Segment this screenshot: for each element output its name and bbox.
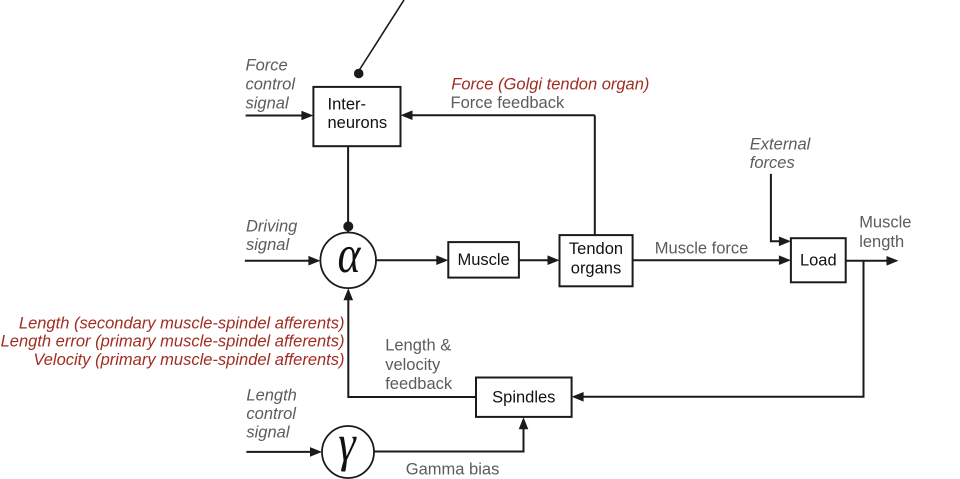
svg-text:Force (Golgi tendon organ): Force (Golgi tendon organ) [451,76,649,94]
svg-text:signal: signal [246,236,290,254]
svg-text:Tendon: Tendon [569,240,623,258]
svg-text:control: control [246,405,297,423]
svg-text:velocity: velocity [385,356,441,374]
svg-text:Muscle: Muscle [457,251,509,269]
svg-text:Driving: Driving [246,218,298,236]
svg-text:Gamma bias: Gamma bias [406,460,500,478]
svg-text:Force: Force [246,57,288,75]
svg-text:Load: Load [800,251,837,269]
svg-text:External: External [750,136,812,154]
svg-text:α: α [338,226,362,284]
svg-text:Inter-: Inter- [328,95,367,113]
svg-text:γ: γ [338,415,357,472]
svg-text:Length &: Length & [385,337,451,355]
svg-text:Length: Length [246,387,296,405]
svg-text:Muscle force: Muscle force [655,240,749,258]
svg-text:neurons: neurons [328,114,388,132]
svg-text:feedback: feedback [385,375,453,393]
svg-text:signal: signal [246,94,290,112]
svg-text:signal: signal [246,424,290,442]
svg-text:length: length [859,233,904,251]
svg-text:Length (secondary muscle-spind: Length (secondary muscle-spindel afferen… [19,314,345,332]
svg-text:Velocity (primary muscle-spind: Velocity (primary muscle-spindel afferen… [33,351,344,369]
svg-text:Force feedback: Force feedback [451,94,565,112]
svg-text:control: control [246,76,297,94]
svg-text:Spindles: Spindles [492,389,555,407]
svg-text:Muscle: Muscle [859,213,911,231]
svg-text:Length error (primary muscle-s: Length error (primary muscle-spindel aff… [1,333,345,351]
svg-text:organs: organs [571,260,621,278]
svg-text:forces: forces [750,154,795,172]
